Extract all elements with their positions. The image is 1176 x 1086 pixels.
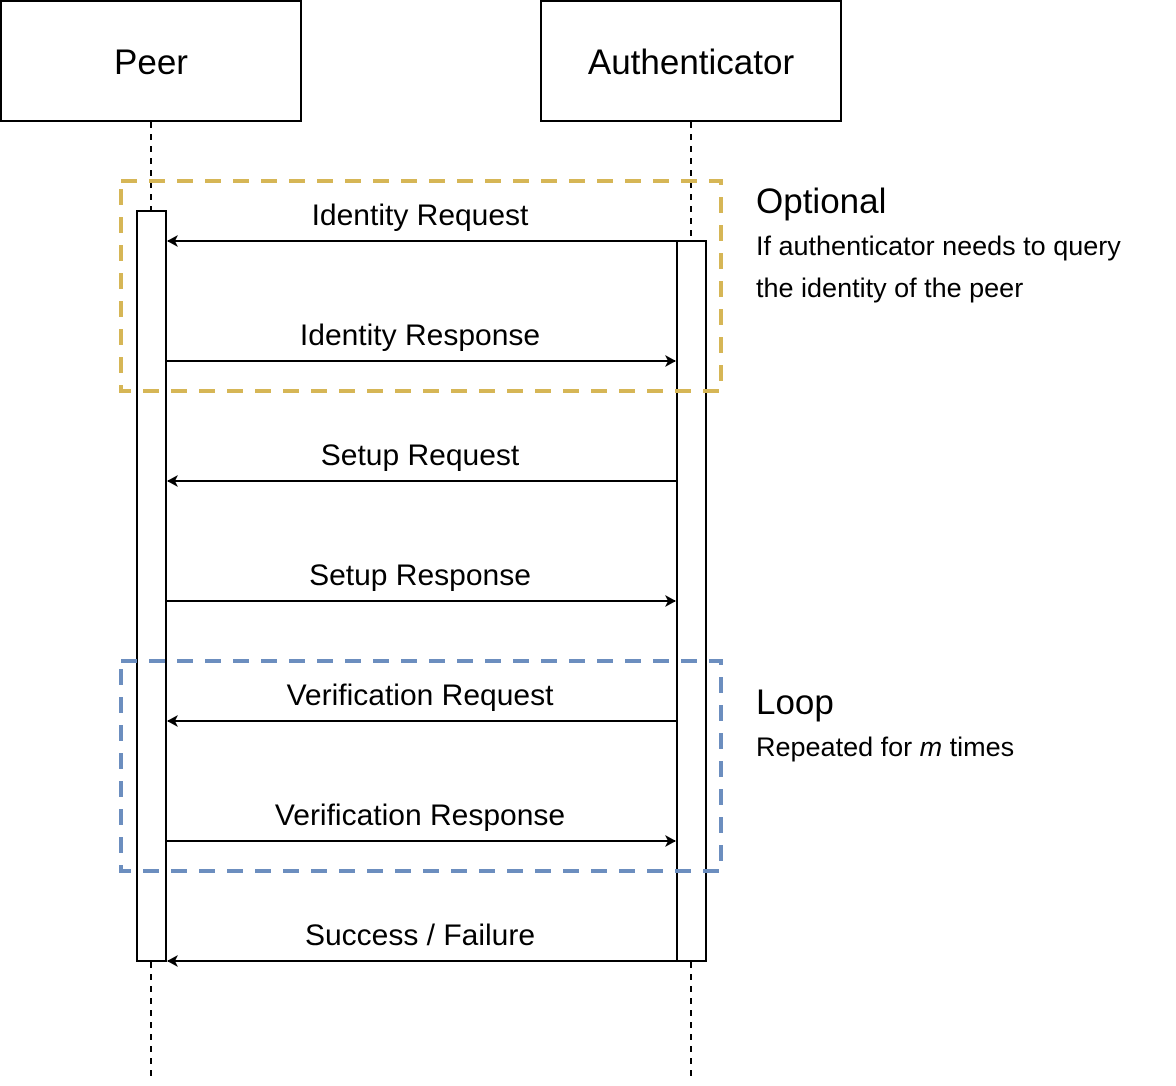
optional-frame-title: Optional — [756, 182, 886, 221]
authenticator-actor: Authenticator — [540, 0, 842, 122]
loop-description-prefix: Repeated for — [756, 732, 920, 762]
message-identity-response: Identity Response — [166, 319, 676, 367]
message-label: Verification Request — [287, 679, 554, 712]
loop-description-variable: m — [920, 732, 943, 762]
peer-actor-label: Peer — [114, 43, 188, 82]
optional-frame — [119, 179, 723, 393]
optional-frame-description-line2: the identity of the peer — [756, 273, 1023, 303]
authenticator-actor-label: Authenticator — [588, 43, 795, 82]
message-label: Setup Request — [321, 439, 520, 472]
message-success-failure: Success / Failure — [167, 919, 677, 967]
loop-frame-title: Loop — [756, 683, 834, 722]
message-identity-request: Identity Request — [167, 199, 677, 247]
authenticator-activation-bar — [676, 240, 707, 962]
message-verification-request: Verification Request — [167, 679, 677, 727]
optional-frame-description-line1: If authenticator needs to query — [756, 231, 1121, 261]
peer-activation-bar — [136, 210, 167, 962]
message-verification-response: Verification Response — [166, 799, 676, 847]
message-setup-request: Setup Request — [167, 439, 677, 487]
message-label: Verification Response — [275, 799, 565, 832]
loop-description-suffix: times — [942, 732, 1014, 762]
message-label: Success / Failure — [305, 919, 535, 952]
message-setup-response: Setup Response — [166, 559, 676, 607]
loop-frame-description: Repeated for m times — [756, 732, 1014, 762]
peer-actor: Peer — [0, 0, 302, 122]
message-label: Identity Response — [300, 319, 540, 352]
loop-frame — [119, 659, 723, 873]
message-label: Identity Request — [312, 199, 529, 232]
message-label: Setup Response — [309, 559, 531, 592]
